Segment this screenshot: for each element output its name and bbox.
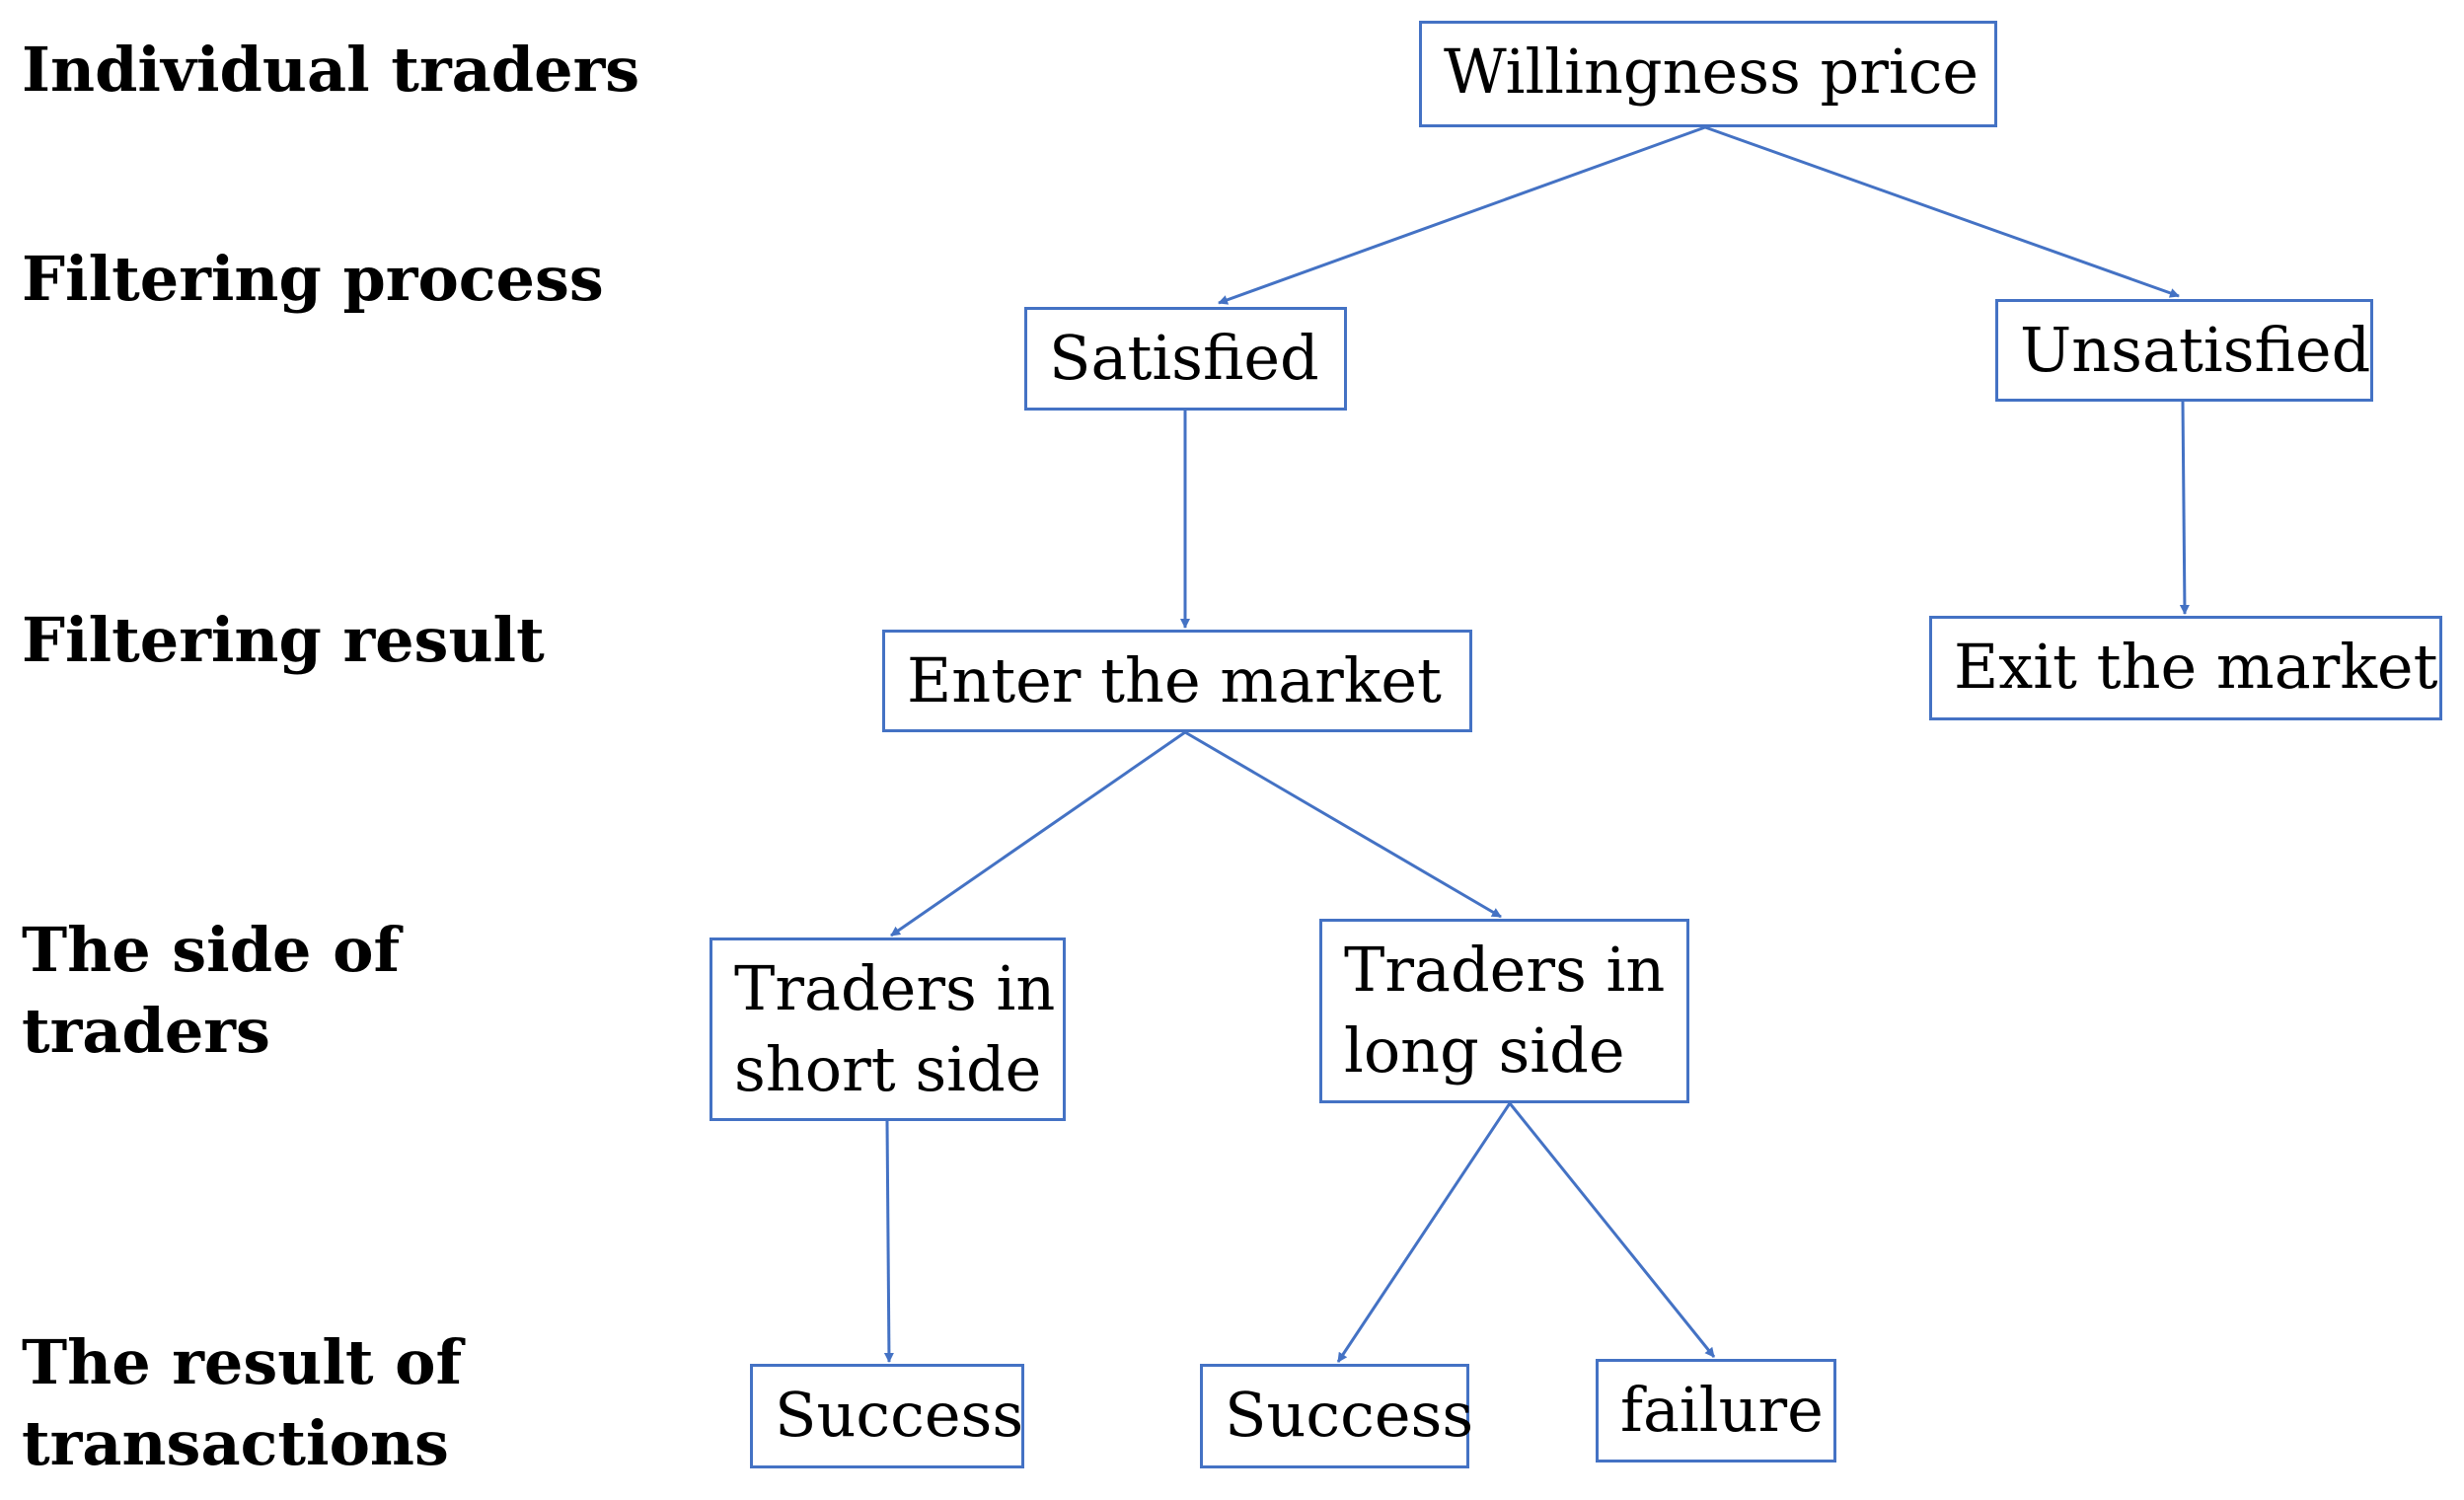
stage-label-line-2: transactions (22, 1407, 449, 1479)
node-enter-market: Enter the market (882, 630, 1472, 732)
node-label: Unsatisfied (2020, 314, 2371, 386)
connector-short-side-to-success (883, 1120, 894, 1363)
node-success-long: Success (1200, 1364, 1474, 1468)
node-failure: failure (1596, 1359, 1836, 1462)
node-exit-market: Exit the market (1929, 616, 2442, 720)
stage-label-filtering-result: Filtering result (22, 600, 545, 681)
node-label: Success (775, 1379, 1024, 1451)
connector-long-side-to-failure (1508, 1102, 1716, 1358)
node-success-short: Success (750, 1364, 1024, 1468)
node-label-line-2: short side (734, 1033, 1042, 1105)
stage-label-side-of-traders: The side of traders (22, 910, 400, 1072)
stage-label-line-2: traders (22, 995, 270, 1067)
node-satisfied: Satisfied (1024, 307, 1347, 411)
node-label: Satisfied (1049, 322, 1319, 394)
stage-label-filtering-process: Filtering process (22, 239, 604, 320)
stage-label-individual-traders: Individual traders (22, 30, 639, 111)
connector-unsatisfied-to-exit (2179, 401, 2190, 615)
node-label: Willingness price (1444, 36, 1979, 108)
stage-label-line-1: The result of (22, 1326, 463, 1398)
connector-long-side-to-success (1336, 1102, 1512, 1363)
connector-willingness-to-satisfied (1218, 125, 1706, 305)
node-unsatisfied: Unsatisfied (1995, 299, 2373, 402)
node-willingness-price: Willingness price (1419, 21, 1997, 127)
stage-label-text: Individual traders (22, 34, 640, 106)
stage-label-result-of-transactions: The result of transactions (22, 1322, 462, 1484)
node-label: Exit the market (1954, 631, 2438, 703)
node-label-line-1: Traders in (1344, 934, 1666, 1006)
node-traders-long-side: Traders in long side (1319, 919, 1689, 1103)
node-label: Enter the market (907, 644, 1442, 716)
node-label: Success (1225, 1379, 1474, 1451)
stage-label-text: Filtering process (22, 243, 604, 315)
connector-enter-to-long-side (1184, 730, 1502, 919)
node-traders-short-side: Traders in short side (709, 938, 1066, 1121)
node-label: failure (1620, 1374, 1824, 1446)
stage-label-line-1: The side of (22, 914, 401, 986)
connector-willingness-to-unsatisfied (1704, 125, 2180, 298)
node-label-line-2: long side (1344, 1014, 1625, 1087)
connector-enter-to-short-side (890, 730, 1186, 938)
node-label-line-1: Traders in (734, 952, 1056, 1024)
stage-label-text: Filtering result (22, 604, 545, 676)
